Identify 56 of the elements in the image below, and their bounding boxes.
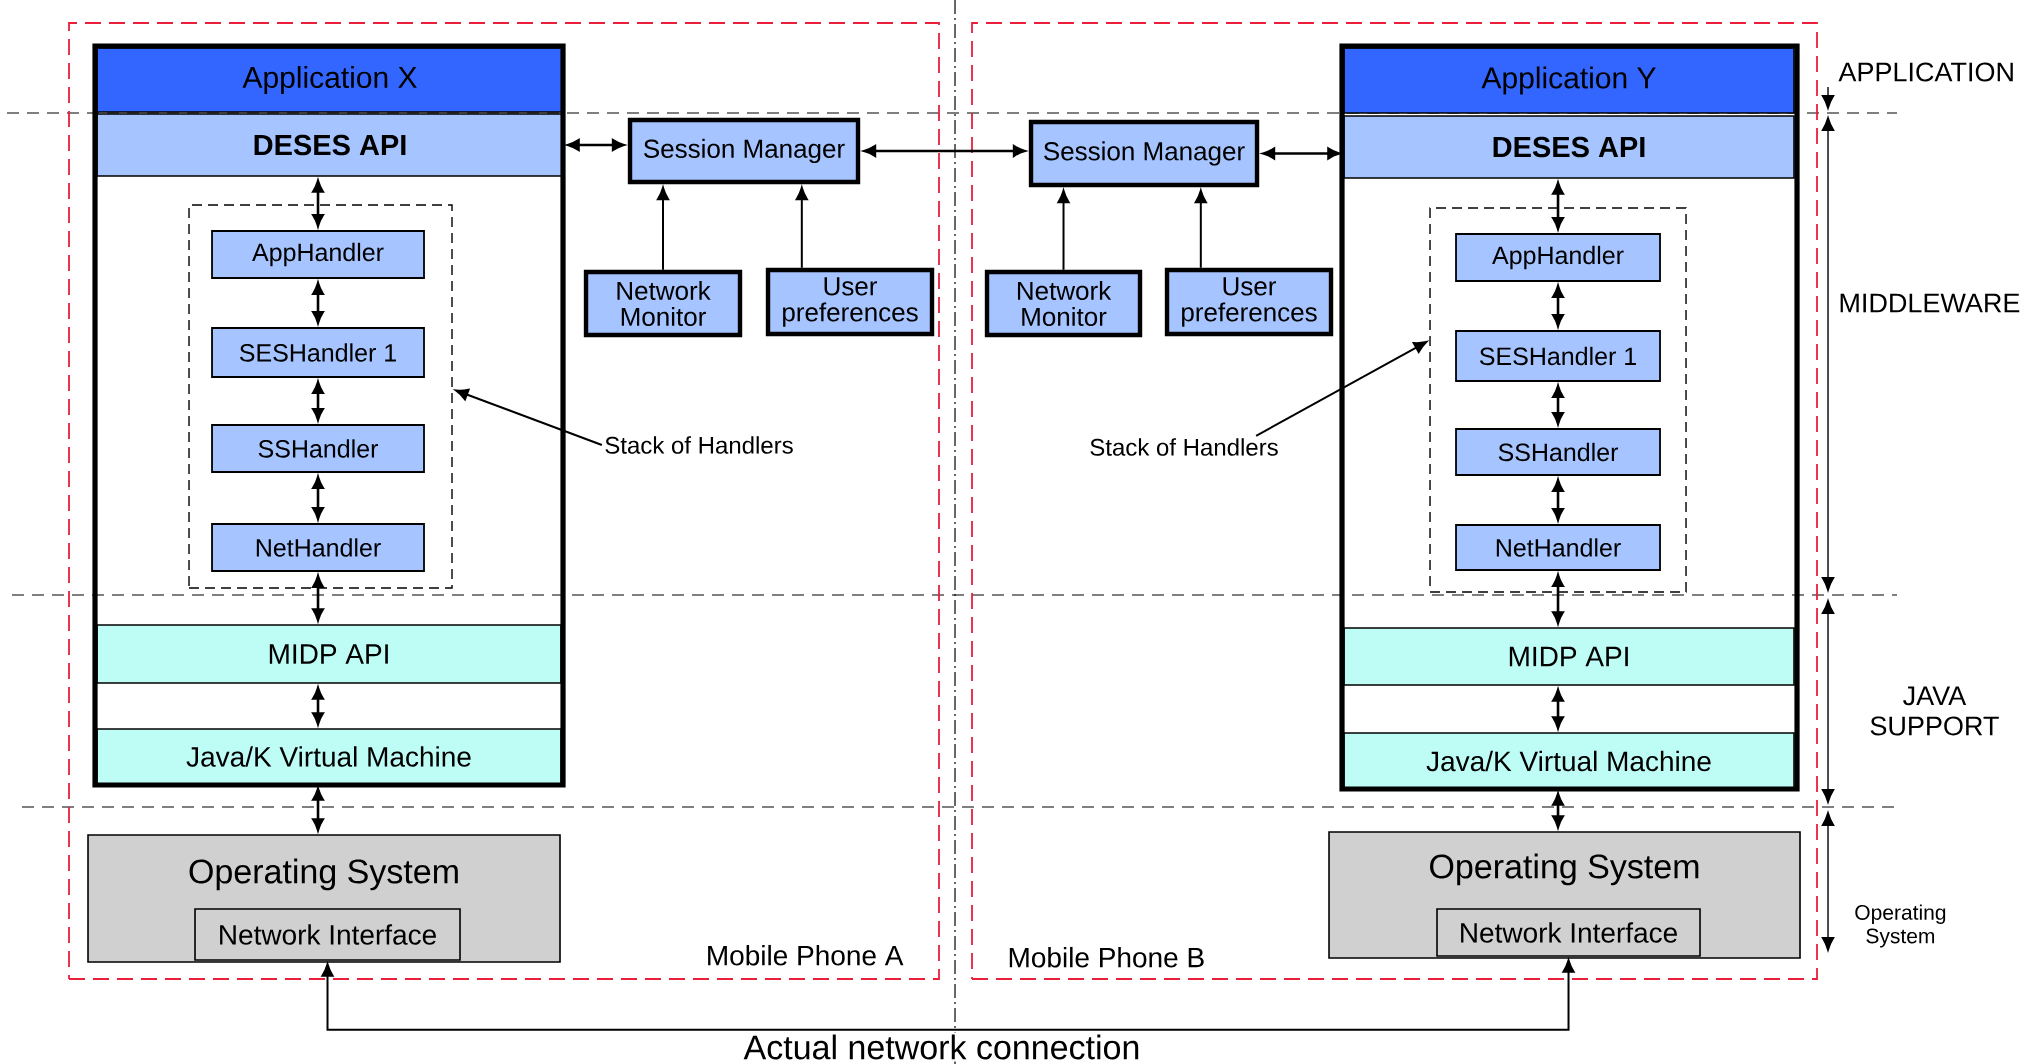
handler-stack-frame xyxy=(1429,207,1687,593)
arrow xyxy=(312,381,324,421)
manager-box: Session Manager xyxy=(1028,119,1260,188)
arrow xyxy=(312,180,324,227)
arrow xyxy=(312,476,324,520)
interface-box: Network Interface xyxy=(194,908,461,961)
arrow xyxy=(1552,182,1564,230)
leader-line xyxy=(1255,341,1428,437)
layer-label: APPLICATION xyxy=(1838,62,2013,82)
callout-text: Stack of Handlers xyxy=(1090,438,1278,456)
interface-box: Network Interface xyxy=(1436,908,1701,957)
arrow xyxy=(1552,385,1564,425)
leader-line xyxy=(455,388,603,446)
handler-box: SSHandler xyxy=(211,424,425,473)
arrow xyxy=(863,145,1026,157)
arrow xyxy=(1194,189,1207,269)
arrow xyxy=(1552,574,1564,624)
application-box: Application X xyxy=(96,47,564,113)
arrow xyxy=(1552,689,1564,729)
callout-text: Stack of Handlers xyxy=(605,436,793,454)
api-box: DESES API xyxy=(96,113,564,177)
arrow xyxy=(312,575,324,621)
handler-stack-frame xyxy=(188,204,453,589)
handler-box: SESHandler 1 xyxy=(211,327,425,378)
application-box: Application Y xyxy=(1343,47,1795,114)
handler-box: AppHandler xyxy=(211,230,425,279)
arrow xyxy=(312,687,324,725)
arrow xyxy=(1552,285,1564,327)
handler-box: NetHandler xyxy=(211,523,425,572)
arrow xyxy=(312,788,324,831)
layer-box: Java/K Virtual Machine xyxy=(96,728,562,785)
module-box: Network Monitor xyxy=(984,269,1143,338)
arrow xyxy=(1552,793,1564,828)
connection-line xyxy=(321,959,1575,1031)
arrow xyxy=(312,282,324,324)
arrow xyxy=(1552,479,1564,521)
layer-label: MIDDLEWARE xyxy=(1840,293,2020,313)
handler-box: SESHandler 1 xyxy=(1455,330,1661,382)
arrow xyxy=(795,186,808,269)
module-box: Network Monitor xyxy=(583,269,743,338)
arrow xyxy=(1057,189,1070,271)
layer-box: MIDP API xyxy=(1343,627,1795,686)
arrow xyxy=(656,186,670,271)
layer-label: JAVA SUPPORT xyxy=(1870,686,1999,736)
handler-box: SSHandler xyxy=(1455,428,1661,476)
handler-box: NetHandler xyxy=(1455,524,1661,571)
edge-label: Actual network connection xyxy=(741,1032,1143,1062)
layer-box: MIDP API xyxy=(96,624,562,684)
api-box: DESES API xyxy=(1343,115,1795,179)
manager-box: Session Manager xyxy=(627,117,861,185)
layer-box: Java/K Virtual Machine xyxy=(1343,732,1795,790)
arrow xyxy=(567,139,625,151)
layer-label: Operating System xyxy=(1855,904,1946,948)
module-box: User preferences xyxy=(1164,267,1334,337)
handler-box: AppHandler xyxy=(1455,233,1661,282)
module-box: User preferences xyxy=(765,267,935,337)
